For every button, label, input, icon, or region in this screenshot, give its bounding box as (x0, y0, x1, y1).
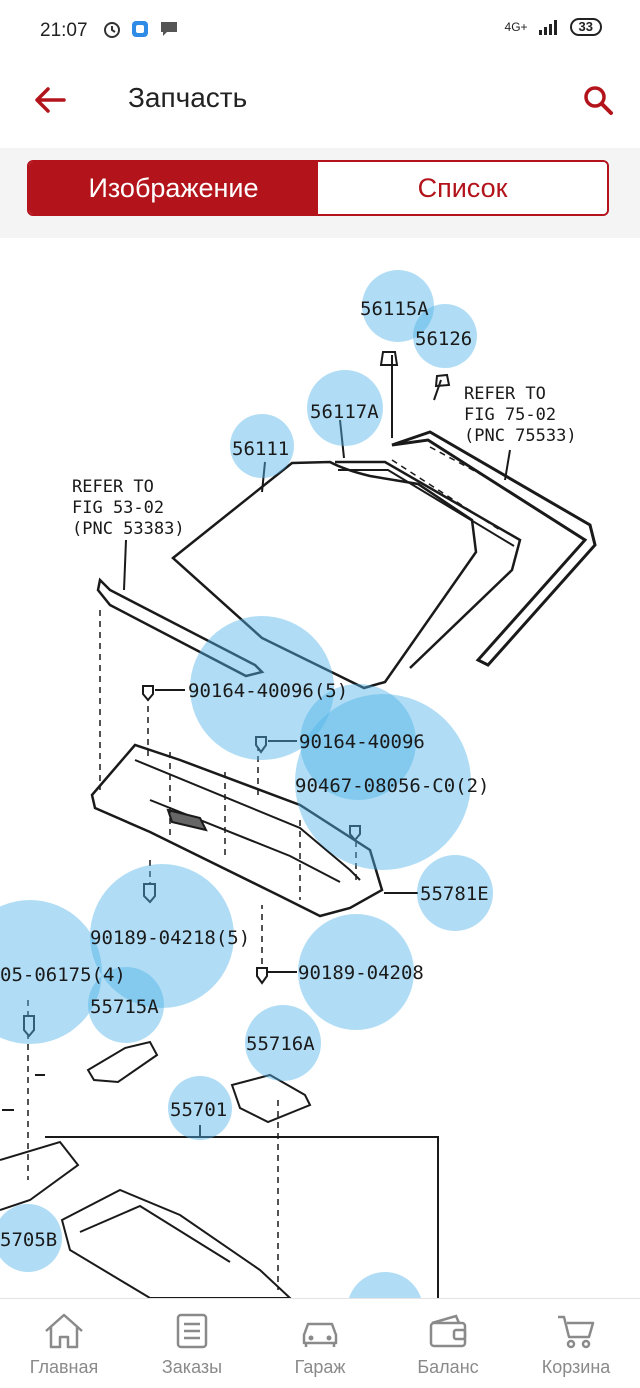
nav-home-label: Главная (29, 1357, 99, 1377)
search-icon (584, 86, 613, 115)
page-title: Запчасть (128, 82, 248, 113)
network-type: 4G+ (504, 20, 528, 34)
tab-image[interactable]: Изображение (29, 162, 318, 214)
cart-icon (558, 1315, 595, 1349)
hotspot-05-06175[interactable] (0, 900, 102, 1044)
nav-garage-label: Гараж (294, 1357, 346, 1377)
chat-notification-icon (161, 22, 177, 36)
back-arrow-icon (35, 87, 66, 113)
part-label-5705b[interactable]: 5705B (0, 1229, 57, 1251)
nav-garage[interactable]: Гараж (256, 1299, 384, 1388)
parts-diagram[interactable]: REFER TO FIG 53-02 (PNC 53383) REFER TO … (0, 238, 640, 1298)
hotspot-56115a[interactable] (362, 270, 434, 342)
back-button[interactable] (30, 80, 70, 120)
part-label-56117a[interactable]: 56117A (310, 401, 379, 423)
part-label-56126[interactable]: 56126 (415, 328, 472, 350)
orders-icon (176, 1313, 208, 1349)
diagram-svg[interactable]: REFER TO FIG 53-02 (PNC 53383) REFER TO … (0, 238, 640, 1298)
part-label-90467-08056-c0[interactable]: 90467-08056-C0(2) (295, 775, 489, 797)
part-label-55715a[interactable]: 55715A (90, 996, 159, 1018)
hotspot-55716a[interactable] (245, 1005, 321, 1081)
battery-indicator: 33 (569, 18, 602, 36)
hotspot-55781e[interactable] (417, 855, 493, 931)
part-label-55716a[interactable]: 55716A (246, 1033, 315, 1055)
hotspot-90467-08056-c0[interactable] (295, 694, 471, 870)
hotspot-90164-40096-5[interactable] (190, 616, 334, 760)
diagram-drawing (0, 351, 597, 1298)
part-label-90164-40096[interactable]: 90164-40096 (299, 731, 425, 753)
hotspot-56126[interactable] (413, 304, 477, 368)
nav-home[interactable]: Главная (0, 1299, 128, 1388)
segmented-control: Изображение Список (27, 160, 609, 216)
refer-note-2-line2: FIG 75-02 (464, 405, 556, 425)
refer-note-2-line1: REFER TO (464, 384, 546, 404)
nav-balance[interactable]: Баланс (384, 1299, 512, 1388)
tab-list[interactable]: Список (318, 162, 607, 214)
nav-cart[interactable]: Корзина (512, 1299, 640, 1388)
view-switcher: Изображение Список (0, 148, 640, 238)
nav-orders-label: Заказы (161, 1357, 223, 1377)
refer-note-1-line2: FIG 53-02 (72, 498, 164, 518)
hotspot-55715a[interactable] (88, 967, 164, 1043)
hotspot-56111[interactable] (230, 414, 294, 478)
refer-note-2-line3: (PNC 75533) (464, 426, 577, 446)
part-label-55781e[interactable]: 55781E (420, 883, 489, 905)
part-label-90164-40096-5[interactable]: 90164-40096(5) (188, 680, 348, 702)
nav-balance-label: Баланс (417, 1357, 479, 1377)
hotspot-5705b[interactable] (0, 1204, 62, 1272)
signal-icon (538, 20, 557, 35)
hotspot-56117a[interactable] (307, 370, 383, 446)
part-label-05-06175[interactable]: 05-06175(4) (0, 964, 126, 986)
hotspot-55701[interactable] (168, 1076, 232, 1140)
hotspot-90164-40096[interactable] (300, 684, 416, 800)
nav-cart-label: Корзина (541, 1357, 611, 1377)
search-button[interactable] (578, 80, 618, 120)
part-label-90189-04208[interactable]: 90189-04208 (298, 962, 424, 984)
hotspot-90189-04218[interactable] (90, 864, 234, 1008)
nav-orders[interactable]: Заказы (128, 1299, 256, 1388)
wallet-icon (429, 1314, 467, 1348)
part-label-56115a[interactable]: 56115A (360, 298, 429, 320)
hotspot-extra[interactable] (347, 1272, 423, 1298)
status-time: 21:07 (40, 20, 88, 41)
refer-note-1-line1: REFER TO (72, 477, 154, 497)
hotspot-90189-04208[interactable] (298, 914, 414, 1030)
app-bar: Запчасть (0, 60, 640, 140)
app-notification-icon (132, 21, 148, 37)
home-icon (45, 1313, 83, 1349)
alarm-icon (104, 22, 120, 38)
car-icon (302, 1322, 338, 1347)
refer-note-1-line3: (PNC 53383) (72, 519, 185, 539)
part-label-55701[interactable]: 55701 (170, 1099, 227, 1121)
bottom-navigation: Главная Заказы Гараж Баланс Корзина (0, 1298, 640, 1388)
part-label-56111[interactable]: 56111 (232, 438, 289, 460)
part-label-90189-04218[interactable]: 90189-04218(5) (90, 927, 250, 949)
status-bar: 21:07 4G+ 33 (0, 0, 640, 60)
